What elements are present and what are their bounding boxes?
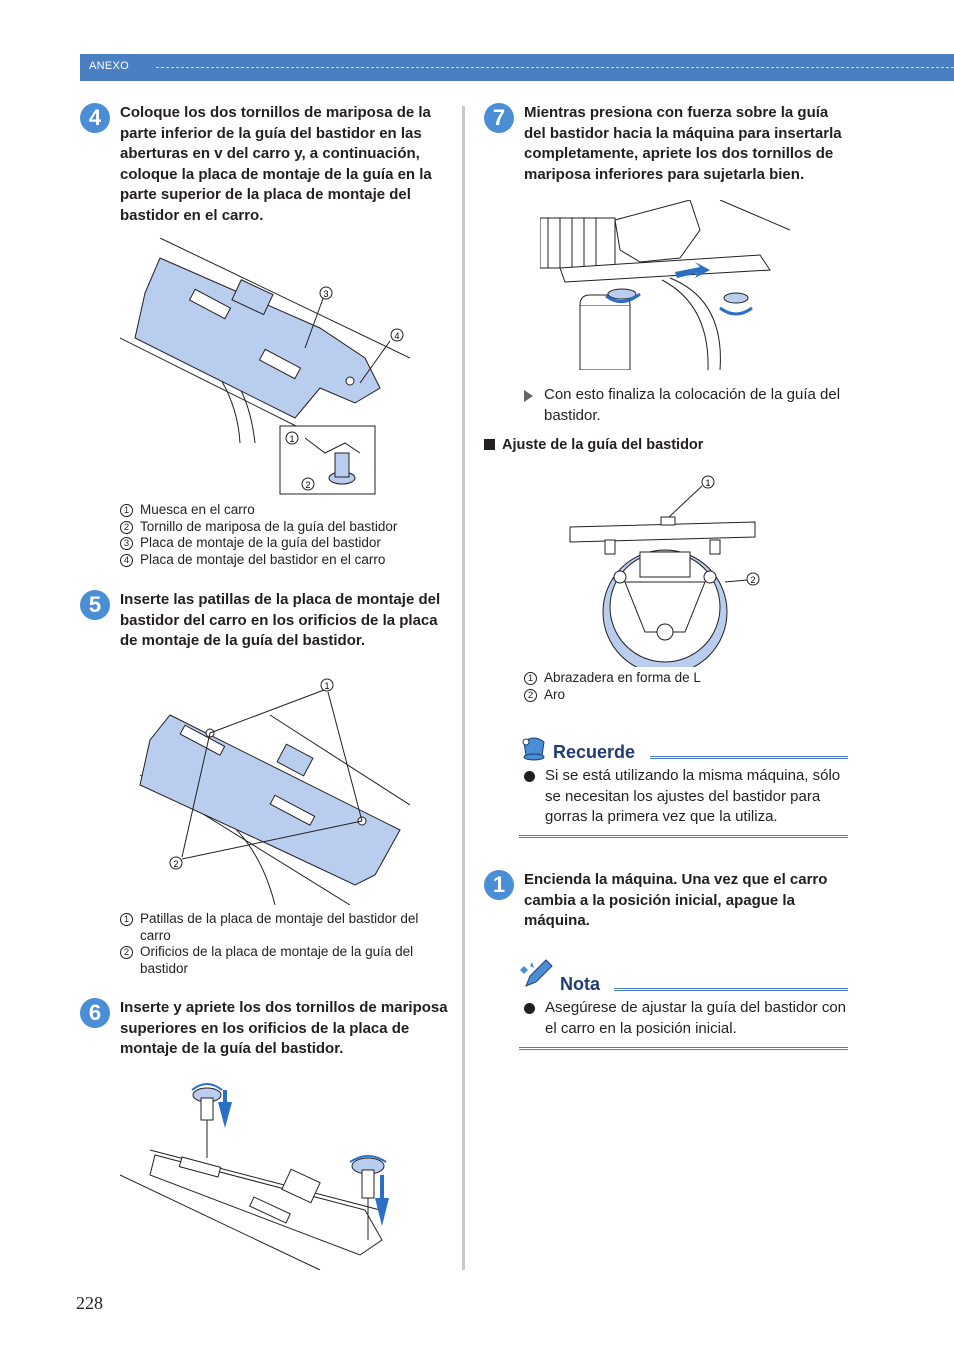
figure-bottom-screws: [540, 200, 790, 370]
step-instruction: Mientras presiona con fuerza sobre la gu…: [524, 104, 842, 183]
step-instruction: Coloque los dos tornillos de mariposa de…: [120, 104, 432, 224]
result-arrow-icon: [524, 390, 533, 402]
callout-label: 2: [750, 575, 755, 585]
step-instruction: Inserte las patillas de la placa de mont…: [120, 591, 441, 649]
step-instruction: Inserte y apriete los dos tornillos de m…: [120, 999, 448, 1057]
nota-bottom-rule: [519, 1047, 848, 1050]
bullet-dot-icon: [524, 771, 535, 782]
note-pencil-icon: [520, 958, 554, 992]
recuerde-bottom-rule: [519, 835, 848, 838]
recuerde-bullet: Si se está utilizando la misma máquina, …: [524, 766, 848, 828]
step-number-badge: 4: [80, 103, 110, 133]
step-number-badge: 6: [80, 998, 110, 1028]
page-number: 228: [76, 1293, 103, 1313]
callout-label: 3: [323, 289, 328, 299]
nota-title: Nota: [560, 974, 600, 994]
callout-label: 2: [173, 859, 178, 869]
step-number-badge: 7: [484, 103, 514, 133]
step-instruction: Encienda la máquina. Una vez que el carr…: [524, 871, 828, 929]
section-label: ANEXO: [89, 60, 130, 72]
result-text: Con esto finaliza la colocación de la gu…: [544, 386, 841, 424]
bullet-dot-icon: [524, 1003, 535, 1014]
recuerde-title-rule: [650, 756, 848, 759]
nota-title-rule: [614, 988, 848, 991]
figure-frame-guide: 1 2: [565, 472, 765, 667]
recuerde-title: Recuerde: [553, 742, 636, 762]
column-divider: [462, 106, 465, 1270]
figure-pins-insertion: 1 2: [120, 675, 410, 905]
callout-label: 2: [305, 480, 310, 490]
callout-label: 1: [289, 434, 294, 444]
step-result: Con esto finaliza la colocación de la gu…: [524, 385, 854, 426]
figure-guide-placement: 1 2 3 4: [120, 238, 410, 500]
square-bullet-icon: [484, 439, 495, 450]
step-number-badge: 5: [80, 590, 110, 620]
subsection-heading: Ajuste de la guía del bastidor: [484, 437, 703, 453]
nota-bullet: Asegúrese de ajustar la guía del bastido…: [524, 998, 848, 1039]
bell-icon: [520, 732, 548, 762]
header-dashed-rule: [156, 67, 954, 68]
callout-label: 1: [705, 478, 710, 488]
callout-label: 1: [324, 681, 329, 691]
callout-label: 4: [394, 331, 399, 341]
section-header-bar: ANEXO: [80, 54, 954, 81]
figure-top-screws: [120, 1080, 395, 1270]
step-number-badge: 1: [484, 870, 514, 900]
